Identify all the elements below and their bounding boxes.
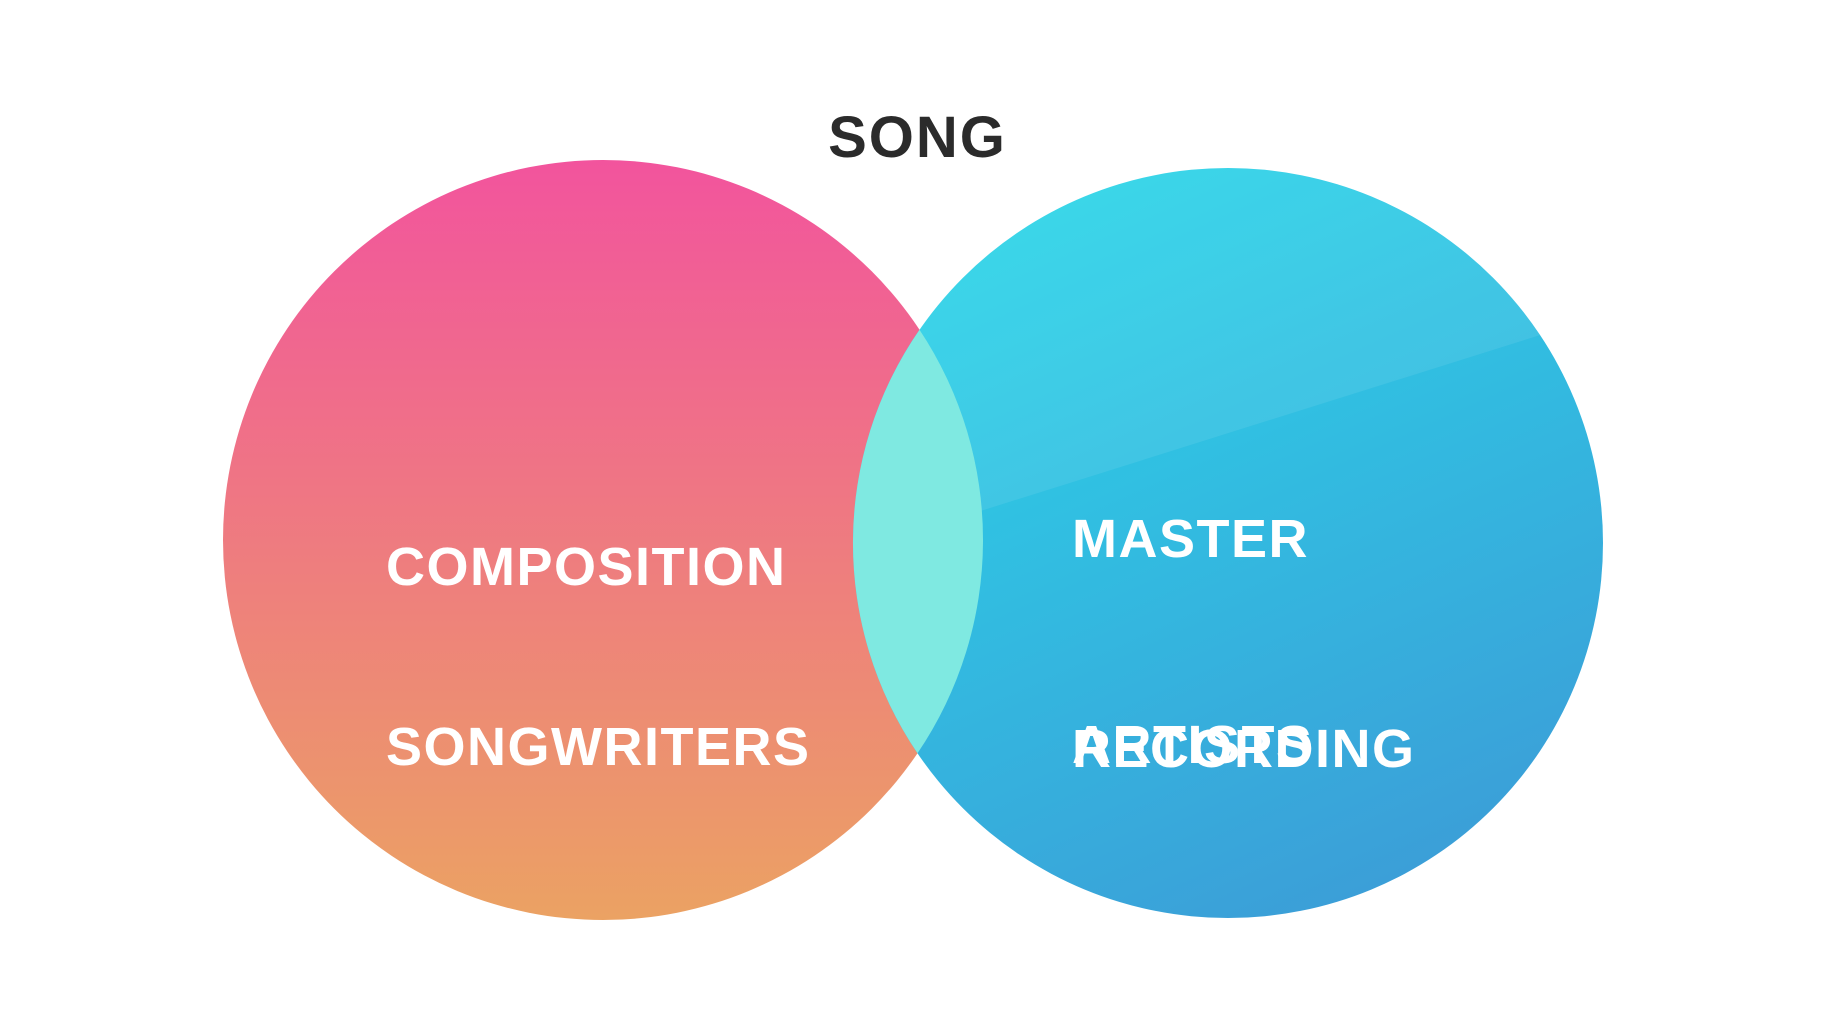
- master-recording-label: MASTER RECORDING: [1072, 364, 1416, 924]
- recording-line: RECORDING: [1072, 719, 1416, 779]
- labels-line: + LABELS: [1072, 919, 1347, 979]
- diagram-title: SONG: [828, 105, 1007, 170]
- publishers-line: + PUBLISHERS: [386, 921, 799, 981]
- master-recording-circle: [853, 168, 1603, 918]
- composition-label-text: COMPOSITION: [386, 537, 787, 597]
- overlap-region: [852, 329, 984, 754]
- songwriters-line: SONGWRITERS: [386, 717, 811, 777]
- composition-label: COMPOSITION: [386, 402, 787, 732]
- artists-line: ARTISTS: [1072, 715, 1314, 775]
- songwriters-publishers-label: SONGWRITERS + PUBLISHERS: [386, 577, 811, 1036]
- composition-circle: [223, 160, 983, 920]
- master-line: MASTER: [1072, 509, 1309, 569]
- artists-labels-label: ARTISTS + LABELS: [1072, 575, 1347, 1036]
